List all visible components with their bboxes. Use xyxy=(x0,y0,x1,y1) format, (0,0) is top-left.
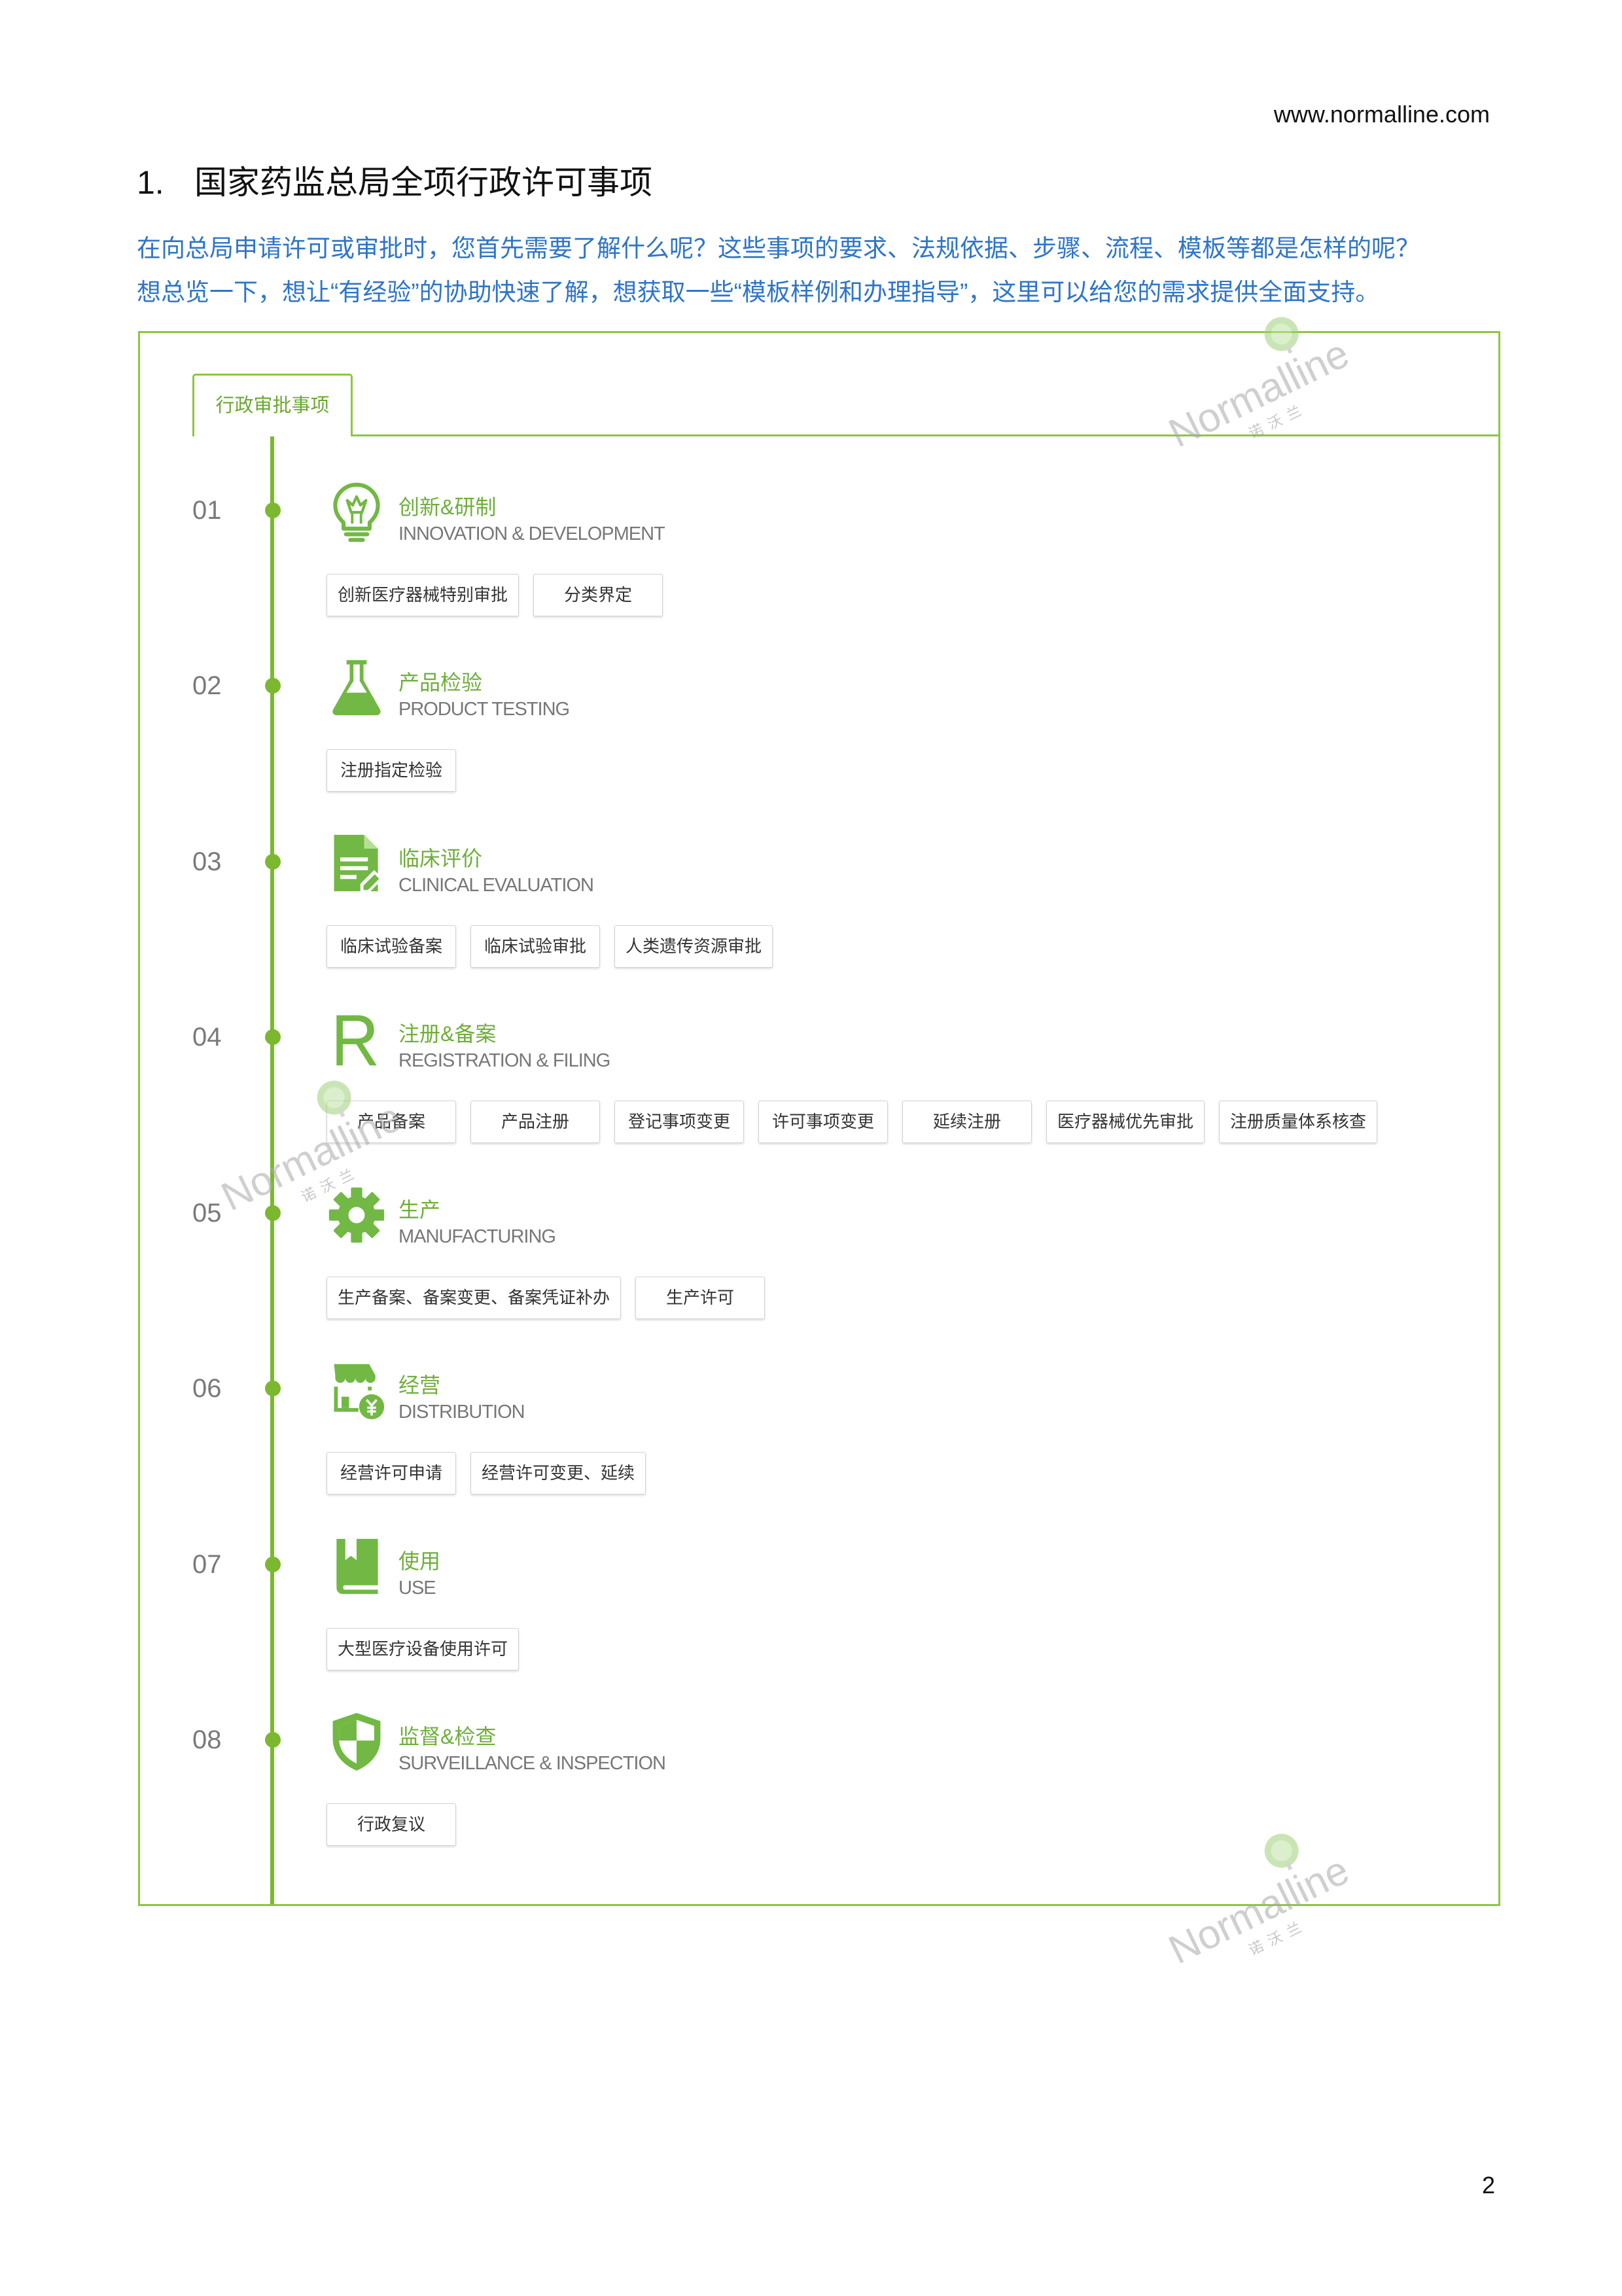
step-items: 产品备案 产品注册 登记事项变更 许可事项变更 延续注册 医疗器械优先审批 注册… xyxy=(326,1101,1378,1143)
step-title-en: SURVEILLANCE & INSPECTION xyxy=(398,1753,666,1774)
step-title-cn: 创新&研制 xyxy=(398,495,497,519)
step-title-cn: 产品检验 xyxy=(398,671,483,694)
document-pencil-icon xyxy=(326,832,387,895)
step-items: 注册指定检验 xyxy=(326,749,456,792)
timeline-dot xyxy=(265,854,281,870)
step-surveillance: 08 监督&检查 SURVEILLANCE & INSPECTION 行政复议 xyxy=(183,1707,1485,1851)
intro-paragraph: 在向总局申请许可或审批时，您首先需要了解什么呢？这些事项的要求、法规依据、步骤、… xyxy=(137,226,1420,314)
item-button[interactable]: 生产备案、备案变更、备案凭证补办 xyxy=(326,1277,622,1319)
section-number: 1. xyxy=(137,164,164,201)
tab-underline xyxy=(351,434,1498,436)
item-button[interactable]: 注册质量体系核查 xyxy=(1219,1101,1378,1143)
step-title-cn: 注册&备案 xyxy=(398,1022,497,1046)
timeline-dot xyxy=(265,1205,281,1221)
step-number: 05 xyxy=(192,1199,222,1227)
item-button[interactable]: 行政复议 xyxy=(326,1803,456,1846)
timeline-dot xyxy=(265,678,281,694)
item-button[interactable]: 临床试验备案 xyxy=(326,925,456,968)
item-button[interactable]: 创新医疗器械特别审批 xyxy=(326,574,520,616)
item-button[interactable]: 经营许可变更、延续 xyxy=(470,1452,646,1494)
item-button[interactable]: 产品注册 xyxy=(470,1101,600,1143)
timeline-dot xyxy=(265,1557,281,1572)
item-button[interactable]: 注册指定检验 xyxy=(326,749,456,792)
item-button[interactable]: 大型医疗设备使用许可 xyxy=(326,1628,520,1670)
item-button[interactable]: 延续注册 xyxy=(902,1101,1032,1143)
gear-icon xyxy=(326,1184,387,1246)
item-button[interactable]: 医疗器械优先审批 xyxy=(1046,1101,1205,1143)
page-number: 2 xyxy=(1482,2172,1496,2199)
item-button[interactable]: 许可事项变更 xyxy=(758,1101,888,1143)
step-title-cn: 经营 xyxy=(398,1373,441,1397)
step-title-en: CLINICAL EVALUATION xyxy=(398,875,594,896)
step-title-en: INNOVATION & DEVELOPMENT xyxy=(398,523,665,544)
step-title-cn: 监督&检查 xyxy=(398,1725,497,1748)
step-title-cn: 临床评价 xyxy=(398,847,483,870)
timeline-dot xyxy=(265,1029,281,1045)
step-title-cn: 使用 xyxy=(398,1549,441,1573)
lightbulb-icon xyxy=(326,481,387,544)
step-items: 生产备案、备案变更、备案凭证补办 生产许可 xyxy=(326,1277,766,1319)
section-title: 国家药监总局全项行政许可事项 xyxy=(194,164,652,201)
step-product-testing: 02 产品检验 PRODUCT TESTING 注册指定检验 xyxy=(183,653,1485,797)
approval-panel xyxy=(138,331,1500,1906)
item-button[interactable]: 生产许可 xyxy=(635,1277,766,1319)
step-title-en: MANUFACTURING xyxy=(398,1226,556,1247)
step-manufacturing: 05 生产 MANUFACTURING 生产备案、备案变更、备案凭证补办 生产许… xyxy=(183,1180,1485,1324)
step-items: 经营许可申请 经营许可变更、延续 xyxy=(326,1452,646,1494)
watermark-brand-cn: 诺沃兰 xyxy=(1246,1916,1310,1959)
step-use: 07 使用 USE 大型医疗设备使用许可 xyxy=(183,1532,1485,1676)
step-number: 02 xyxy=(192,671,222,700)
step-title-en: USE xyxy=(398,1578,436,1598)
intro-line: 在向总局申请许可或审批时，您首先需要了解什么呢？这些事项的要求、法规依据、步骤、… xyxy=(137,235,1420,262)
step-items: 大型医疗设备使用许可 xyxy=(326,1628,520,1670)
letter-r-icon xyxy=(326,1008,387,1070)
step-title-en: PRODUCT TESTING xyxy=(398,699,570,720)
shield-icon xyxy=(326,1710,387,1773)
step-items: 临床试验备案 临床试验审批 人类遗传资源审批 xyxy=(326,925,773,968)
intro-line: 想总览一下，想让“有经验”的协助快速了解，想获取一些“模板样例和办理指导”，这里… xyxy=(137,279,1380,306)
step-registration: 04 注册&备案 REGISTRATION & FILING 产品备案 产品注册… xyxy=(183,1004,1485,1148)
timeline-dot xyxy=(265,1381,281,1396)
step-title-en: REGISTRATION & FILING xyxy=(398,1050,610,1071)
tab-administrative-approval[interactable]: 行政审批事项 xyxy=(192,374,353,436)
step-number: 07 xyxy=(192,1550,222,1579)
item-button[interactable]: 产品备案 xyxy=(326,1101,456,1143)
step-title-en: DISTRIBUTION xyxy=(398,1402,525,1422)
item-button[interactable]: 临床试验审批 xyxy=(470,925,600,968)
step-number: 01 xyxy=(192,496,222,525)
step-title-cn: 生产 xyxy=(398,1198,441,1222)
flask-icon xyxy=(326,656,387,719)
step-items: 创新医疗器械特别审批 分类界定 xyxy=(326,574,663,616)
step-distribution: 06 经营 DISTRIBUTION 经营许可申请 经营许可变更、延续 xyxy=(183,1356,1485,1500)
step-number: 03 xyxy=(192,847,222,876)
timeline-line xyxy=(270,436,274,1904)
step-innovation: 01 创新&研制 INNOVATION & DEVELOPMENT 创新医疗器械… xyxy=(183,478,1485,622)
section-heading: 1. 国家药监总局全项行政许可事项 xyxy=(137,163,652,202)
item-button[interactable]: 登记事项变更 xyxy=(614,1101,744,1143)
item-button[interactable]: 分类界定 xyxy=(533,574,663,616)
timeline-dot xyxy=(265,1732,281,1748)
step-number: 06 xyxy=(192,1374,222,1403)
item-button[interactable]: 经营许可申请 xyxy=(326,1452,456,1494)
step-number: 08 xyxy=(192,1725,222,1754)
book-icon xyxy=(326,1535,387,1598)
item-button[interactable]: 人类遗传资源审批 xyxy=(614,925,773,968)
website-url: www.normalline.com xyxy=(1273,101,1490,128)
shop-yuan-icon xyxy=(326,1359,387,1422)
step-number: 04 xyxy=(192,1023,222,1051)
timeline-dot xyxy=(265,503,281,518)
step-items: 行政复议 xyxy=(326,1803,456,1846)
step-clinical-evaluation: 03 临床评价 CLINICAL EVALUATION 临床试验备案 临床试验审… xyxy=(183,829,1485,973)
